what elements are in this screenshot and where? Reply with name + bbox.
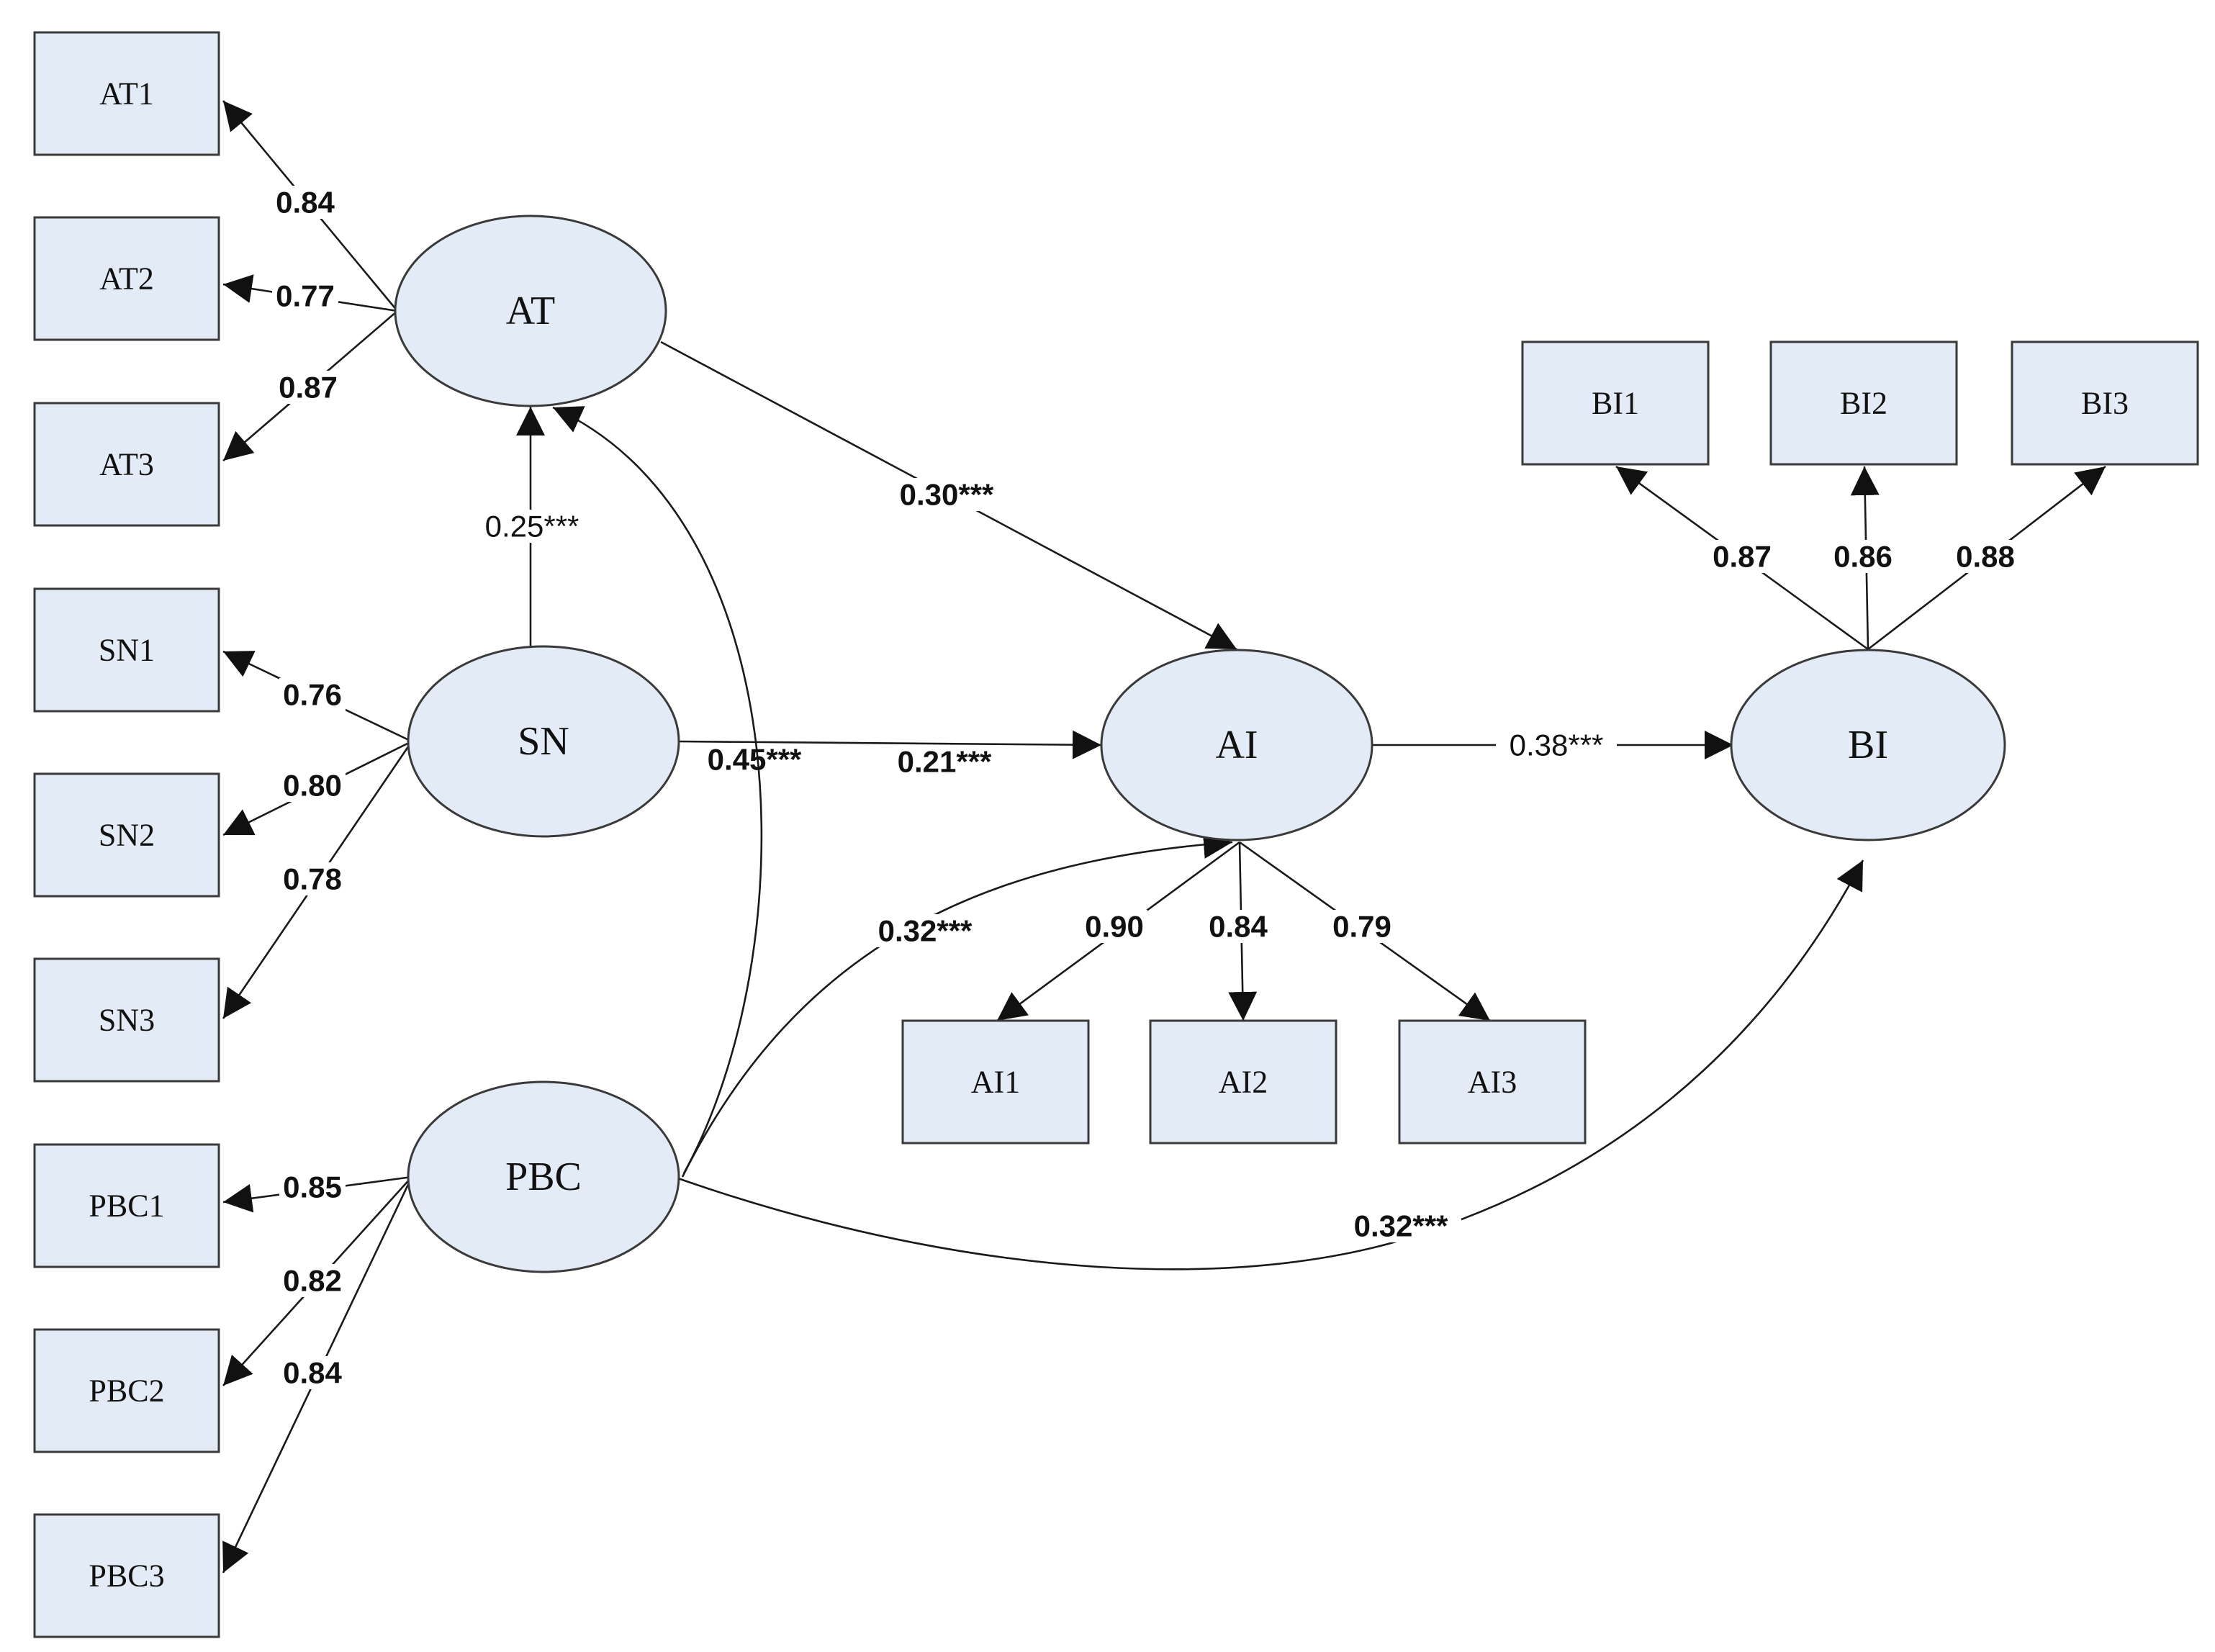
- path-label-pbc-at: 0.45***: [708, 743, 802, 777]
- observed-indicators: AT1 AT2 AT3 SN1 SN2 SN3 PBC1 PBC2: [33, 31, 2199, 1638]
- path-pbc-at: [552, 406, 763, 1174]
- node-label: AI1: [971, 1065, 1020, 1100]
- path-sn-ai: [677, 730, 1102, 759]
- node-label: BI: [1848, 723, 1888, 767]
- loading-label-at3: 0.87: [279, 371, 338, 405]
- node-sn1[interactable]: SN1: [33, 587, 220, 713]
- node-at2[interactable]: AT2: [33, 216, 220, 341]
- node-bi[interactable]: BI: [1730, 649, 2006, 841]
- node-label: PBC2: [89, 1373, 164, 1409]
- node-sn2[interactable]: SN2: [33, 772, 220, 898]
- node-label: AT: [506, 289, 555, 333]
- node-bi2[interactable]: BI2: [1769, 340, 1958, 466]
- loading-label-bi2: 0.86: [1833, 540, 1893, 574]
- loading-label-bi3: 0.88: [1956, 540, 2015, 574]
- node-pbc2[interactable]: PBC2: [33, 1328, 220, 1453]
- coefficient-labels: 0.84 0.77 0.87 0.76 0.80 0.78 0.85 0.82 …: [272, 186, 2018, 1390]
- node-ai[interactable]: AI: [1100, 649, 1373, 841]
- node-label: BI2: [1840, 386, 1887, 421]
- loading-label-pbc3: 0.84: [283, 1356, 342, 1390]
- node-sn3[interactable]: SN3: [33, 957, 220, 1083]
- path-label-pbc-ai: 0.32***: [878, 914, 973, 948]
- node-ai2[interactable]: AI2: [1149, 1019, 1337, 1145]
- node-sn[interactable]: SN: [407, 645, 680, 838]
- loading-label-ai1: 0.90: [1085, 910, 1144, 944]
- node-at1[interactable]: AT1: [33, 31, 220, 156]
- node-label: BI1: [1592, 386, 1639, 421]
- path-label-sn-ai: 0.21***: [898, 745, 992, 779]
- node-pbc3[interactable]: PBC3: [33, 1513, 220, 1638]
- node-label: PBC: [505, 1155, 582, 1199]
- node-label: AI3: [1468, 1065, 1517, 1100]
- node-label: AI2: [1219, 1065, 1268, 1100]
- node-ai3[interactable]: AI3: [1398, 1019, 1587, 1145]
- loading-label-at1: 0.84: [276, 186, 335, 220]
- node-label: SN1: [99, 633, 155, 668]
- node-label: AT3: [99, 447, 154, 482]
- node-pbc[interactable]: PBC: [407, 1080, 680, 1273]
- loading-label-pbc1: 0.85: [283, 1170, 342, 1204]
- node-ai1[interactable]: AI1: [901, 1019, 1090, 1145]
- loading-label-pbc2: 0.82: [283, 1264, 342, 1298]
- loading-label-bi1: 0.87: [1713, 540, 1772, 574]
- path-label-pbc-bi: 0.32***: [1354, 1209, 1448, 1243]
- node-label: PBC3: [89, 1558, 164, 1594]
- node-bi3[interactable]: BI3: [2011, 340, 2199, 466]
- node-label: AT2: [99, 261, 154, 297]
- path-label-ai-bi: 0.38***: [1510, 728, 1604, 762]
- node-pbc1[interactable]: PBC1: [33, 1143, 220, 1268]
- path-label-sn-at: 0.25***: [485, 510, 579, 543]
- loading-label-at2: 0.77: [276, 279, 335, 313]
- loading-label-sn2: 0.80: [283, 769, 342, 803]
- node-label: AT1: [99, 76, 154, 112]
- node-at[interactable]: AT: [394, 215, 667, 407]
- loading-label-ai2: 0.84: [1209, 910, 1268, 944]
- node-label: SN3: [99, 1003, 155, 1038]
- node-at3[interactable]: AT3: [33, 402, 220, 527]
- node-label: AI: [1215, 723, 1258, 767]
- node-label: SN2: [99, 818, 155, 853]
- loading-label-sn1: 0.76: [283, 678, 342, 712]
- loading-label-ai3: 0.79: [1332, 910, 1391, 944]
- path-label-at-ai: 0.30***: [900, 478, 994, 512]
- node-label: BI3: [2081, 386, 2129, 421]
- latent-constructs: AT SN PBC AI BI: [394, 215, 2006, 1273]
- loading-label-sn3: 0.78: [283, 862, 342, 896]
- node-label: PBC1: [89, 1188, 164, 1224]
- node-bi1[interactable]: BI1: [1521, 340, 1710, 466]
- node-label: SN: [518, 719, 569, 764]
